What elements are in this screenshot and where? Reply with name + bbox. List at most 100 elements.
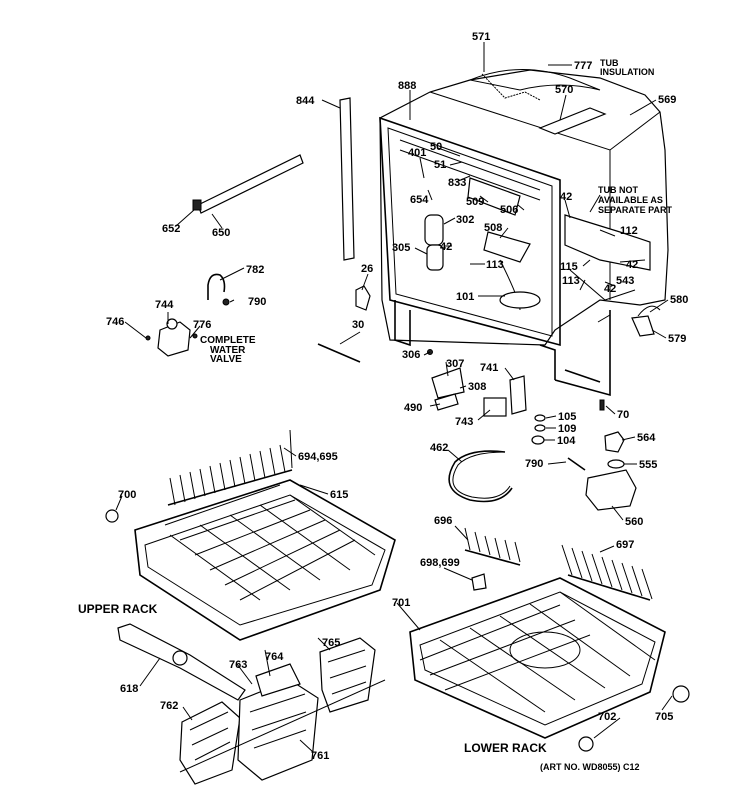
tub-note-line-2: AVAILABLE AS: [598, 195, 663, 205]
callout-615: 615: [330, 489, 348, 501]
callout-844: 844: [296, 95, 315, 107]
callout-306: 306: [402, 349, 420, 361]
clip-part-652: [192, 199, 202, 211]
callout-833: 833: [448, 177, 466, 189]
callout-762: 762: [160, 700, 178, 712]
lower-rack-assembly: [409, 527, 666, 739]
callout-701: 701: [392, 597, 410, 609]
callout-694-695: 694,695: [298, 451, 338, 463]
callout-741: 741: [480, 362, 498, 374]
complete-valve-note-line-1: COMPLETE: [200, 335, 256, 346]
drain-valve-parts: [567, 431, 637, 511]
tub-insulation-note-line-2: INSULATION: [600, 67, 654, 77]
callout-509: 509: [466, 196, 484, 208]
rack-roller-part-702: [578, 736, 594, 752]
callout-569: 569: [658, 94, 676, 106]
callout-570: 570: [555, 84, 573, 96]
callout-115: 115: [560, 261, 578, 273]
upper-rack-assembly: [134, 429, 396, 641]
water-valve-part: [145, 318, 198, 357]
hinge-hardware: [427, 349, 605, 445]
callout-490: 490: [404, 402, 422, 414]
callout-888: 888: [398, 80, 416, 92]
callout-700: 700: [118, 489, 136, 501]
callout-654: 654: [410, 194, 429, 206]
callout-702: 702: [598, 711, 616, 723]
clip-part-26: [355, 285, 371, 311]
callout-109: 109: [558, 423, 576, 435]
callout-508: 508: [484, 222, 502, 234]
callout-105: 105: [558, 411, 576, 423]
callout-307: 307: [446, 358, 464, 370]
callout-42-c: 42: [626, 259, 638, 271]
callout-782: 782: [246, 264, 264, 276]
callout-308: 308: [468, 381, 486, 393]
callout-650: 650: [212, 227, 230, 239]
callout-30: 30: [352, 319, 364, 331]
callout-761: 761: [311, 750, 329, 762]
spring-part-30: [317, 343, 361, 363]
callout-462: 462: [430, 442, 448, 454]
tub-note-line-3: SEPARATE PART: [598, 205, 673, 215]
callout-305: 305: [392, 242, 410, 254]
rack-roller-part-705: [672, 685, 690, 703]
bracket-part-579: [631, 315, 655, 337]
callout-101: 101: [456, 291, 474, 303]
callout-104: 104: [557, 435, 576, 447]
callout-555: 555: [639, 459, 657, 471]
callout-777: 777: [574, 60, 592, 72]
silverware-basket-assembly: [179, 637, 386, 785]
callout-618: 618: [120, 683, 138, 695]
callout-401: 401: [408, 147, 426, 159]
callout-26: 26: [361, 263, 373, 275]
callout-51: 51: [434, 159, 446, 171]
callout-42-a: 42: [440, 241, 452, 253]
callout-746: 746: [106, 316, 124, 328]
vent-strip-part: [197, 154, 304, 214]
callout-70: 70: [617, 409, 629, 421]
complete-valve-note-line-2: WATER: [210, 345, 246, 356]
callout-697: 697: [616, 539, 634, 551]
callout-113-a: 113: [486, 259, 504, 271]
callout-labels: 571 777 TUB INSULATION 570 569 888 844 4…: [78, 31, 688, 772]
callout-763: 763: [229, 659, 247, 671]
complete-valve-note-line-3: VALVE: [210, 354, 242, 365]
callout-42-d: 42: [604, 283, 616, 295]
callout-743: 743: [455, 416, 473, 428]
callout-564: 564: [637, 432, 656, 444]
upper-rack-caption: UPPER RACK: [78, 602, 158, 616]
callout-790-b: 790: [525, 458, 543, 470]
art-number: (ART NO. WD8055) C12: [540, 762, 640, 772]
callout-560: 560: [625, 516, 643, 528]
callout-776: 776: [193, 319, 211, 331]
callout-580: 580: [670, 294, 688, 306]
callout-506: 506: [500, 204, 518, 216]
clip-part-698: [471, 573, 487, 591]
callout-302: 302: [456, 214, 474, 226]
callout-698-699: 698,699: [420, 557, 460, 569]
leader-lines: [115, 42, 673, 753]
callout-112: 112: [620, 225, 638, 237]
callout-652: 652: [162, 223, 180, 235]
callout-696: 696: [434, 515, 452, 527]
callout-113-b: 113: [562, 275, 580, 287]
tub-insulation-note-line-1: TUB: [600, 58, 619, 68]
lower-rack-caption: LOWER RACK: [464, 741, 547, 755]
tub-assembly: [379, 68, 669, 397]
door-seal-part: [339, 97, 355, 261]
callout-50: 50: [430, 141, 442, 153]
callout-765: 765: [322, 637, 340, 649]
fill-hose-part: [448, 450, 513, 503]
hose-part-782: [207, 273, 226, 300]
callout-764: 764: [265, 651, 284, 663]
tub-note-line-1: TUB NOT: [598, 185, 638, 195]
callout-543: 543: [616, 275, 634, 287]
callout-705: 705: [655, 711, 673, 723]
callout-42-b: 42: [560, 191, 572, 203]
rack-roller-part-700: [105, 509, 119, 523]
callout-790-a: 790: [248, 296, 266, 308]
clamp-part-790: [222, 298, 230, 306]
callout-744: 744: [155, 299, 174, 311]
callout-579: 579: [668, 333, 686, 345]
